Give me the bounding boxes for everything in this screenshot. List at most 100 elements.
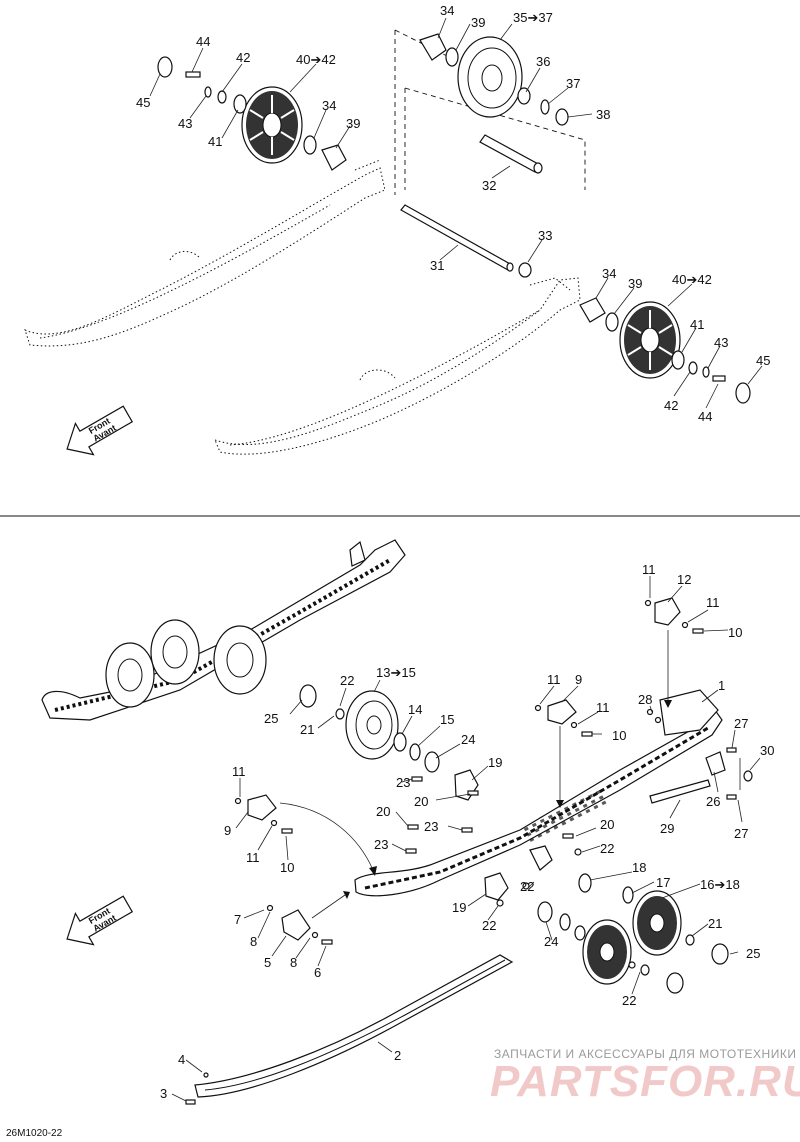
callout-11-b: 11 xyxy=(706,595,720,610)
wheel-16-18-rear xyxy=(582,919,632,985)
callout-20-c: 20 xyxy=(600,817,614,832)
figure-code: 26M1020-22 xyxy=(6,1128,63,1139)
cap-45-right xyxy=(735,382,751,404)
bearing-36 xyxy=(517,87,531,105)
callout-44-right: 44 xyxy=(698,409,712,424)
callout-36: 36 xyxy=(536,54,550,69)
callout-9-a: 9 xyxy=(575,672,582,687)
callout-27-b: 27 xyxy=(734,826,748,841)
wheel-13-15 xyxy=(345,690,399,760)
front-arrow-top: Front Avant xyxy=(66,405,134,456)
callout-42-top-left: 42 xyxy=(236,50,250,65)
callout-24-b: 24 xyxy=(544,934,558,949)
callout-22-d: 22 xyxy=(482,918,496,933)
callout-13-15: 13➔15 xyxy=(376,665,416,680)
callout-41-right: 41 xyxy=(690,317,704,332)
callout-23-c: 23 xyxy=(374,837,388,852)
callout-33: 33 xyxy=(538,228,552,243)
callout-26: 26 xyxy=(706,794,720,809)
washer-43-right xyxy=(702,366,710,378)
shaft-29 xyxy=(649,779,711,804)
callout-43-right: 43 xyxy=(714,335,728,350)
bolt-44-top-left xyxy=(185,71,201,78)
callout-11-e: 11 xyxy=(232,764,246,779)
callout-22-b: 22 xyxy=(600,841,614,856)
callout-3: 3 xyxy=(160,1086,167,1101)
stopper-5 xyxy=(281,909,311,941)
callout-42-right: 42 xyxy=(664,398,678,413)
watermark-line2: PARTSFOR.RU xyxy=(490,1057,800,1106)
axle-block-34-top xyxy=(419,33,447,61)
spacer-34-top-left xyxy=(303,135,317,155)
bearing-lower xyxy=(559,913,571,931)
watermark: ЗАПЧАСТИ И АКСЕССУАРЫ ДЛЯ МОТОТЕХНИКИ PA… xyxy=(490,1047,800,1106)
cap-25-lower xyxy=(711,943,729,965)
stopper-9-upper xyxy=(547,699,577,725)
bearing-14 xyxy=(393,732,407,752)
callout-40-42-right: 40➔42 xyxy=(672,272,712,287)
ring-lower xyxy=(574,925,586,941)
bolt-44-right xyxy=(712,375,726,382)
callout-35-37: 35➔37 xyxy=(513,10,553,25)
callout-14: 14 xyxy=(408,702,422,717)
callout-24-a: 24 xyxy=(461,732,475,747)
callout-34-right: 34 xyxy=(602,266,616,281)
callout-1: 1 xyxy=(718,678,725,693)
front-arrow-bottom: Front Avant xyxy=(66,895,134,946)
callout-34-top: 34 xyxy=(440,3,454,18)
callout-31: 31 xyxy=(430,258,444,273)
bearing-41-top-left xyxy=(233,94,247,114)
shaft-32 xyxy=(479,134,543,174)
callout-11-f: 11 xyxy=(246,850,260,865)
slide-2 xyxy=(194,954,514,1098)
wheel-16-18-front xyxy=(632,890,682,956)
callout-38: 38 xyxy=(596,107,610,122)
right-rail-top xyxy=(214,277,581,455)
washer-37 xyxy=(540,99,550,115)
callout-6: 6 xyxy=(314,965,321,980)
nut-42-right xyxy=(688,361,698,375)
callout-19-b: 19 xyxy=(452,900,466,915)
callout-39-right: 39 xyxy=(628,276,642,291)
nut-30 xyxy=(743,770,753,782)
bottom-leaders xyxy=(171,576,761,1102)
nut-38 xyxy=(555,108,569,126)
callout-39-top-left: 39 xyxy=(346,116,360,131)
cap-25-upper xyxy=(299,684,317,708)
callout-21-b: 21 xyxy=(708,916,722,931)
cap-lower-extra xyxy=(666,972,684,994)
callout-7: 7 xyxy=(234,912,241,927)
callout-8-a: 8 xyxy=(250,934,257,949)
callout-20-a: 20 xyxy=(414,794,428,809)
callout-39-top: 39 xyxy=(471,15,485,30)
bottom-assembly: Front Avant xyxy=(6,539,800,1139)
callout-45-right: 45 xyxy=(756,353,770,368)
washer-43-top-left xyxy=(204,86,212,98)
callout-18: 18 xyxy=(632,860,646,875)
callout-5: 5 xyxy=(264,955,271,970)
spacer-24-lower xyxy=(537,901,553,923)
callout-10-c: 10 xyxy=(280,860,294,875)
watermark-line1: ЗАПЧАСТИ И АКСЕССУАРЫ ДЛЯ МОТОТЕХНИКИ xyxy=(494,1047,796,1061)
axle-block-22-mid xyxy=(529,845,553,871)
callout-10-b: 10 xyxy=(612,728,626,743)
nut-21-lower xyxy=(685,934,695,946)
callout-29: 29 xyxy=(660,821,674,836)
callout-9-b: 9 xyxy=(224,823,231,838)
wheel-40-42-left xyxy=(241,86,303,164)
callout-16-18: 16➔18 xyxy=(700,877,740,892)
callout-22-a: 22 xyxy=(340,673,354,688)
axle-block-34-right xyxy=(579,297,606,323)
callout-44-top-left: 44 xyxy=(196,34,210,49)
callout-2: 2 xyxy=(394,1048,401,1063)
callout-27-a: 27 xyxy=(734,716,748,731)
ring-17 xyxy=(622,886,634,904)
top-leaders xyxy=(149,17,763,409)
axle-block-39-top-left xyxy=(321,144,347,171)
cap-45-top-left xyxy=(157,56,173,78)
callout-4: 4 xyxy=(178,1052,185,1067)
bearing-18 xyxy=(578,873,592,893)
left-rail-top xyxy=(24,167,386,347)
ring-15 xyxy=(409,743,421,761)
wheel-35-37 xyxy=(457,36,523,118)
